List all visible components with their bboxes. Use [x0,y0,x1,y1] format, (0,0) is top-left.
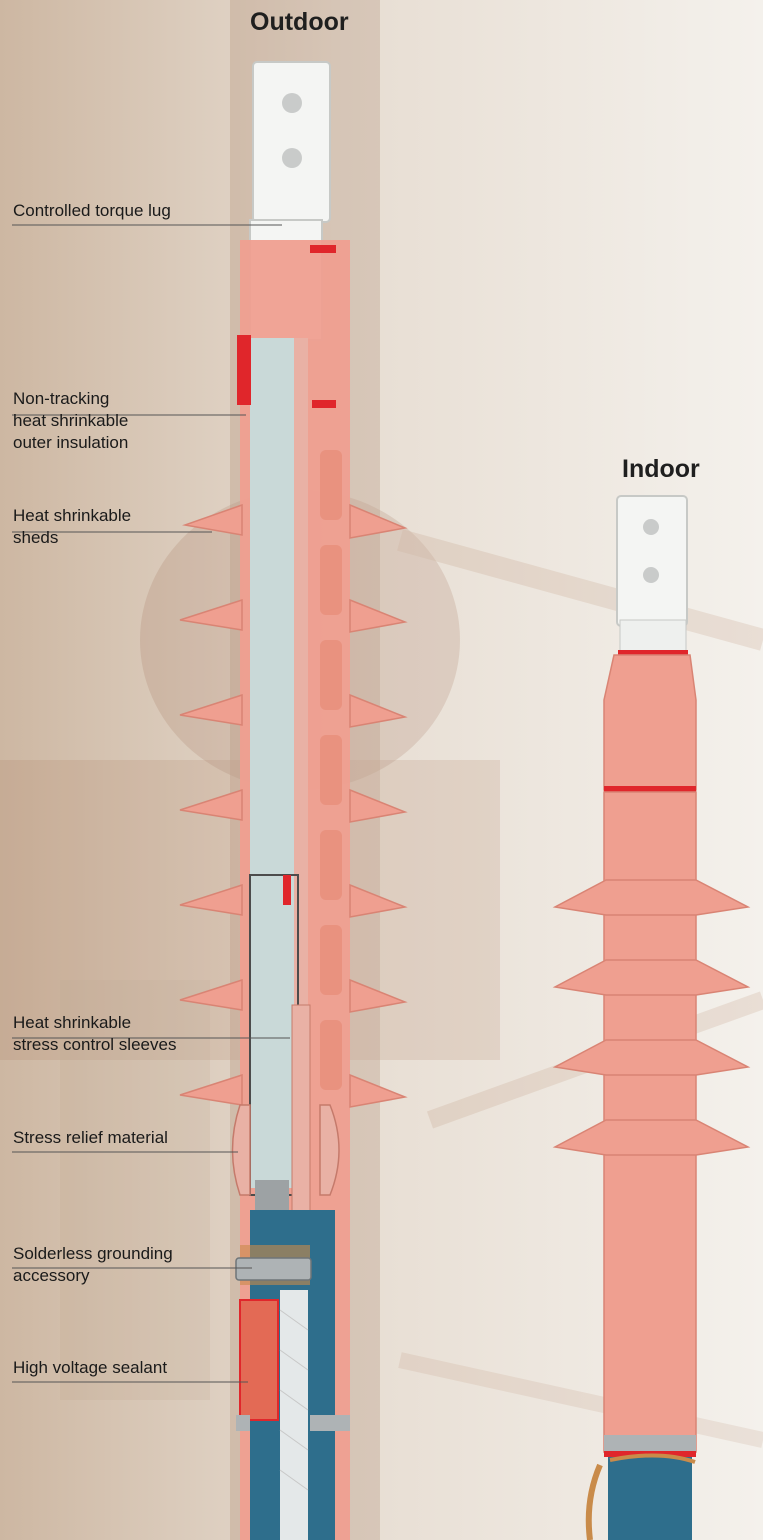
callout-line: Solderless grounding [13,1243,173,1265]
callout-line: outer insulation [13,432,128,454]
callout-stress-control-sleeves: Heat shrinkable stress control sleeves [13,1012,176,1056]
outdoor-title: Outdoor [250,8,349,37]
callout-high-voltage-sealant: High voltage sealant [13,1357,167,1379]
indoor-title: Indoor [622,455,700,484]
callout-stress-relief-material: Stress relief material [13,1127,168,1149]
callout-line: Non-tracking [13,388,128,410]
callout-controlled-torque-lug: Controlled torque lug [13,200,171,222]
callout-line: sheds [13,527,131,549]
callout-sheds: Heat shrinkable sheds [13,505,131,549]
callout-line: Controlled torque lug [13,200,171,222]
callout-line: stress control sleeves [13,1034,176,1056]
callout-solderless-grounding: Solderless grounding accessory [13,1243,173,1287]
callout-line: Stress relief material [13,1127,168,1149]
callout-line: heat shrinkable [13,410,128,432]
callout-line: accessory [13,1265,173,1287]
callout-line: High voltage sealant [13,1357,167,1379]
callout-outer-insulation: Non-tracking heat shrinkable outer insul… [13,388,128,454]
callout-line: Heat shrinkable [13,505,131,527]
callout-line: Heat shrinkable [13,1012,176,1034]
